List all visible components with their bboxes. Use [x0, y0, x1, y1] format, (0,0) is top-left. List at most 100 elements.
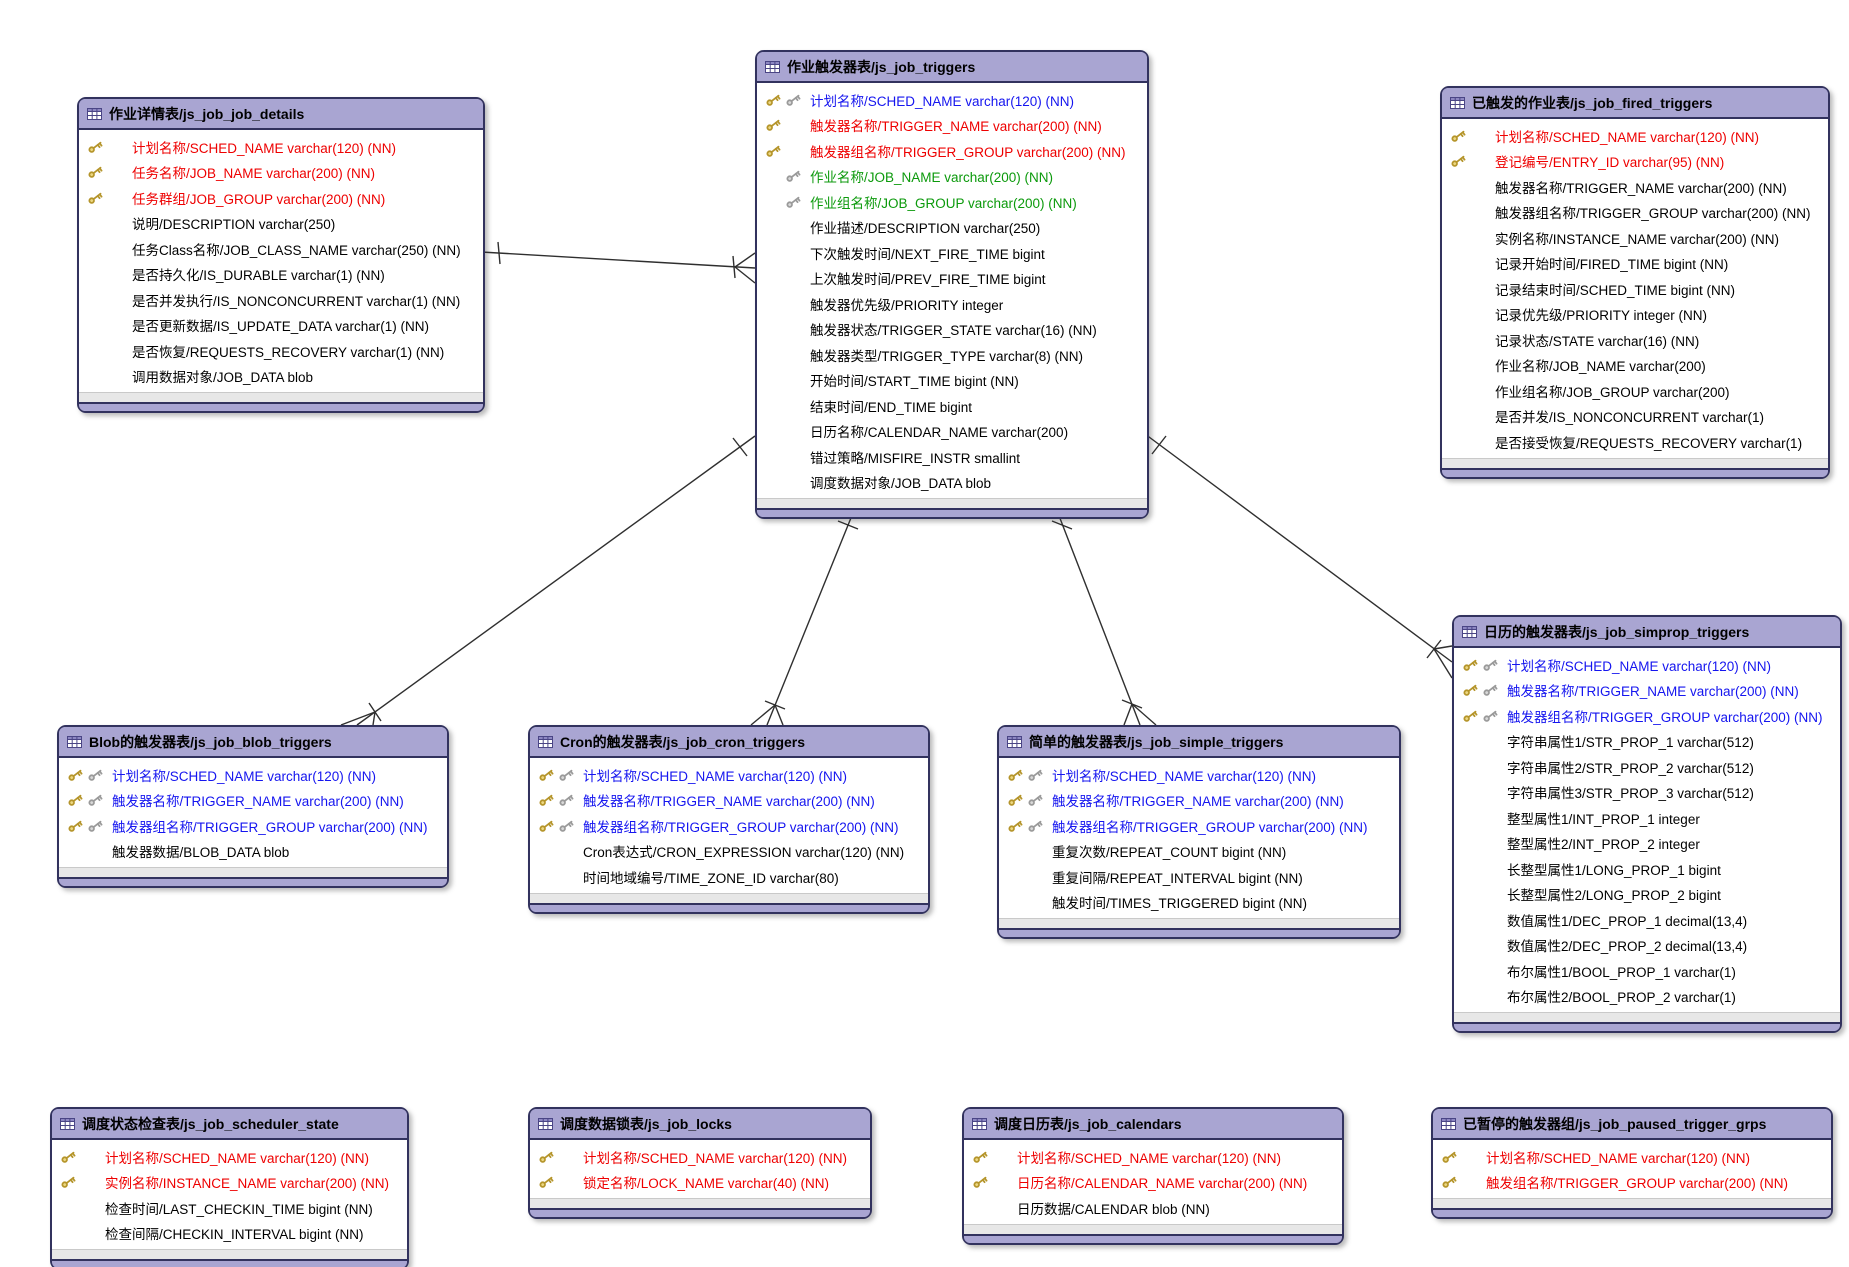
field-label: Cron表达式/CRON_EXPRESSION varchar(120) (NN… [583, 845, 905, 861]
empty-key-slot [1470, 128, 1488, 144]
primary-key-icon [1462, 657, 1480, 673]
field-label: 触发器组名称/TRIGGER_GROUP varchar(200) (NN) [1495, 206, 1811, 222]
table-title: Blob的触发器表/js_job_blob_triggers [89, 734, 332, 750]
table-grid-icon [1450, 97, 1465, 109]
empty-key-slot [107, 292, 125, 308]
field-row: 长整型属性1/LONG_PROP_1 bigint [1454, 856, 1840, 882]
field-label: 作业组名称/JOB_GROUP varchar(200) (NN) [810, 195, 1077, 211]
table-header: 已触发的作业表/js_job_fired_triggers [1442, 88, 1828, 119]
foreign-key-icon [785, 194, 803, 210]
field-row: 触发器名称/TRIGGER_NAME varchar(200) (NN) [1442, 174, 1828, 200]
field-label: 触发器名称/TRIGGER_NAME varchar(200) (NN) [1507, 684, 1799, 700]
table-footer [999, 918, 1399, 928]
entity-table-js-job-locks[interactable]: 调度数据锁表/js_job_locks 计划名称/SCHED_NAME varc… [528, 1107, 872, 1219]
field-row: 日历数据/CALENDAR blob (NN) [964, 1195, 1342, 1221]
empty-key-slot [1007, 869, 1025, 885]
entity-table-js-job-job-details[interactable]: 作业详情表/js_job_job_details 计划名称/SCHED_NAME… [77, 97, 485, 413]
field-label: 计划名称/SCHED_NAME varchar(120) (NN) [112, 768, 377, 784]
empty-key-slot [107, 164, 125, 180]
empty-key-slot [107, 266, 125, 282]
table-footer [79, 392, 483, 402]
table-foot-band [964, 1233, 1342, 1243]
empty-key-slot [1482, 861, 1500, 877]
field-row: 字符串属性3/STR_PROP_3 varchar(512) [1454, 780, 1840, 806]
empty-key-slot [1470, 306, 1488, 322]
empty-key-slot [1450, 408, 1468, 424]
field-row: 调度数据对象/JOB_DATA blob [757, 470, 1147, 496]
empty-key-slot [1450, 281, 1468, 297]
entity-table-js-job-paused-trigger-grps[interactable]: 已暂停的触发器组/js_job_paused_trigger_grps 计划名称… [1431, 1107, 1833, 1219]
entity-table-js-job-fired-triggers[interactable]: 已触发的作业表/js_job_fired_triggers 计划名称/SCHED… [1440, 86, 1830, 479]
field-row: 作业描述/DESCRIPTION varchar(250) [757, 215, 1147, 241]
empty-key-slot [1462, 886, 1480, 902]
table-title: 日历的触发器表/js_job_simprop_triggers [1484, 624, 1750, 640]
field-row: 说明/DESCRIPTION varchar(250) [79, 211, 483, 237]
field-label: 触发器组名称/TRIGGER_GROUP varchar(200) (NN) [583, 819, 899, 835]
field-label: 触发器状态/TRIGGER_STATE varchar(16) (NN) [810, 323, 1097, 339]
relationship-triggers-to-blob [340, 435, 756, 726]
empty-key-slot [1450, 332, 1468, 348]
field-row: 计划名称/SCHED_NAME varchar(120) (NN) [530, 1144, 870, 1170]
foreign-key-icon [1027, 818, 1045, 834]
field-row: 上次触发时间/PREV_FIRE_TIME bigint [757, 266, 1147, 292]
table-footer [530, 1198, 870, 1208]
empty-key-slot [785, 296, 803, 312]
table-title: 已触发的作业表/js_job_fired_triggers [1472, 95, 1713, 111]
empty-key-slot [765, 321, 783, 337]
field-label: 检查时间/LAST_CHECKIN_TIME bigint (NN) [105, 1201, 373, 1217]
empty-key-slot [785, 245, 803, 261]
empty-key-slot [1470, 255, 1488, 271]
empty-key-slot [1482, 759, 1500, 775]
field-row: 触发器组名称/TRIGGER_GROUP varchar(200) (NN) [1442, 200, 1828, 226]
field-row: 布尔属性2/BOOL_PROP_2 varchar(1) [1454, 984, 1840, 1010]
empty-key-slot [1462, 759, 1480, 775]
entity-table-js-job-cron-triggers[interactable]: Cron的触发器表/js_job_cron_triggers 计划名称/SCHE… [528, 725, 930, 914]
empty-key-slot [1462, 912, 1480, 928]
entity-table-js-job-calendars[interactable]: 调度日历表/js_job_calendars 计划名称/SCHED_NAME v… [962, 1107, 1344, 1245]
entity-table-js-job-triggers[interactable]: 作业触发器表/js_job_triggers 计划名称/SCHED_NAME v… [755, 50, 1149, 519]
entity-table-js-job-scheduler-state[interactable]: 调度状态检查表/js_job_scheduler_state 计划名称/SCHE… [50, 1107, 409, 1267]
table-foot-band [1433, 1208, 1831, 1217]
primary-key-icon [87, 164, 105, 180]
empty-key-slot [1462, 733, 1480, 749]
field-label: 记录优先级/PRIORITY integer (NN) [1495, 308, 1708, 324]
field-label: 计划名称/SCHED_NAME varchar(120) (NN) [583, 768, 848, 784]
entity-table-js-job-blob-triggers[interactable]: Blob的触发器表/js_job_blob_triggers 计划名称/SCHE… [57, 725, 449, 888]
foreign-key-icon [87, 792, 105, 808]
field-label: 长整型属性2/LONG_PROP_2 bigint [1507, 888, 1721, 904]
field-row: 整型属性1/INT_PROP_1 integer [1454, 805, 1840, 831]
field-label: 计划名称/SCHED_NAME varchar(120) (NN) [1495, 129, 1760, 145]
field-row: 检查时间/LAST_CHECKIN_TIME bigint (NN) [52, 1195, 407, 1221]
field-row: 记录状态/STATE varchar(16) (NN) [1442, 327, 1828, 353]
field-row: 触发组名称/TRIGGER_GROUP varchar(200) (NN) [1433, 1170, 1831, 1196]
table-foot-band [1442, 467, 1828, 477]
primary-key-icon [765, 92, 783, 108]
primary-key-icon [1007, 818, 1025, 834]
table-footer [757, 498, 1147, 508]
primary-key-icon [67, 792, 85, 808]
empty-key-slot [1450, 434, 1468, 450]
field-row: 是否接受恢复/REQUESTS_RECOVERY varchar(1) [1442, 429, 1828, 455]
field-label: 作业描述/DESCRIPTION varchar(250) [810, 221, 1041, 237]
field-row: 任务名称/JOB_NAME varchar(200) (NN) [79, 160, 483, 186]
entity-table-js-job-simprop-triggers[interactable]: 日历的触发器表/js_job_simprop_triggers 计划名称/SCH… [1452, 615, 1842, 1033]
field-label: 记录开始时间/FIRED_TIME bigint (NN) [1495, 257, 1729, 273]
empty-key-slot [765, 423, 783, 439]
empty-key-slot [558, 1149, 576, 1165]
empty-key-slot [107, 190, 125, 206]
empty-key-slot [1470, 204, 1488, 220]
field-label: 触发器组名称/TRIGGER_GROUP varchar(200) (NN) [112, 819, 428, 835]
empty-key-slot [785, 219, 803, 235]
field-label: 上次触发时间/PREV_FIRE_TIME bigint [810, 272, 1046, 288]
field-label: 作业组名称/JOB_GROUP varchar(200) [1495, 384, 1730, 400]
field-label: 实例名称/INSTANCE_NAME varchar(200) (NN) [1495, 231, 1780, 247]
empty-key-slot [107, 317, 125, 333]
field-label: 字符串属性1/STR_PROP_1 varchar(512) [1507, 735, 1754, 751]
entity-table-js-job-simple-triggers[interactable]: 简单的触发器表/js_job_simple_triggers 计划名称/SCHE… [997, 725, 1401, 939]
empty-key-slot [1461, 1149, 1479, 1165]
empty-key-slot [785, 398, 803, 414]
empty-key-slot [1470, 408, 1488, 424]
empty-key-slot [80, 1149, 98, 1165]
table-title: 调度数据锁表/js_job_locks [560, 1116, 732, 1132]
relationship-triggers-to-simprop [1144, 433, 1453, 679]
